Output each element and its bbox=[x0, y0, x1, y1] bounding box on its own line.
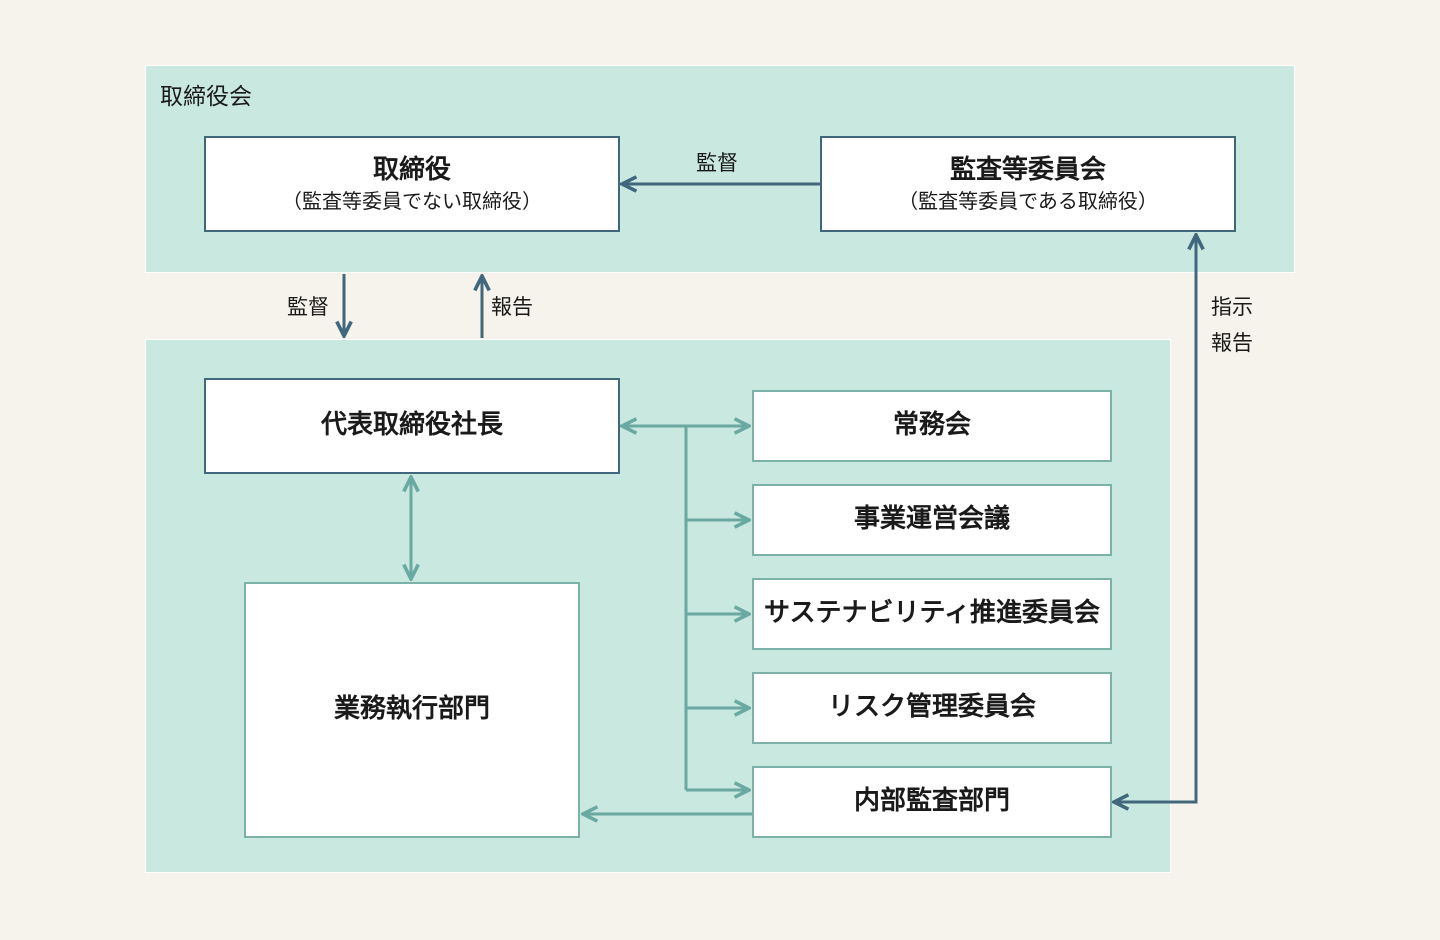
executive-committee-box: 常務会 bbox=[752, 390, 1112, 462]
board-title: 取締役会 bbox=[160, 84, 252, 110]
directors-sub-label: （監査等委員でない取締役） bbox=[282, 188, 542, 213]
committee-label: リスク管理委員会 bbox=[827, 692, 1036, 723]
directors-main-label: 取締役 bbox=[372, 155, 451, 186]
internal-audit-box: 内部監査部門 bbox=[752, 766, 1112, 838]
audit-committee-internal-audit-arrow bbox=[1114, 235, 1196, 802]
audit-committee-sub-label: （監査等委員である取締役） bbox=[898, 188, 1158, 213]
audit-instruction-label: 指示 bbox=[1211, 295, 1253, 319]
board-to-exec-label: 監督 bbox=[287, 295, 329, 319]
business-division-label: 業務執行部門 bbox=[333, 694, 490, 725]
business-operations-meeting-box: 事業運営会議 bbox=[752, 484, 1112, 556]
committee-label: 常務会 bbox=[892, 410, 971, 441]
committee-to-directors-label: 監督 bbox=[696, 151, 738, 175]
audit-committee-box: 監査等委員会 （監査等委員である取締役） bbox=[820, 136, 1236, 232]
directors-box: 取締役 （監査等委員でない取締役） bbox=[204, 136, 620, 232]
exec-to-board-label: 報告 bbox=[491, 295, 533, 319]
risk-management-committee-box: リスク管理委員会 bbox=[752, 672, 1112, 744]
president-label: 代表取締役社長 bbox=[320, 410, 503, 441]
committee-label: サステナビリティ推進委員会 bbox=[764, 598, 1100, 629]
business-division-box: 業務執行部門 bbox=[244, 582, 580, 838]
audit-report-label: 報告 bbox=[1211, 331, 1253, 355]
sustainability-committee-box: サステナビリティ推進委員会 bbox=[752, 578, 1112, 650]
committee-label: 事業運営会議 bbox=[853, 504, 1010, 535]
president-box: 代表取締役社長 bbox=[204, 378, 620, 474]
audit-committee-main-label: 監査等委員会 bbox=[949, 155, 1106, 186]
committee-label: 内部監査部門 bbox=[853, 786, 1010, 817]
